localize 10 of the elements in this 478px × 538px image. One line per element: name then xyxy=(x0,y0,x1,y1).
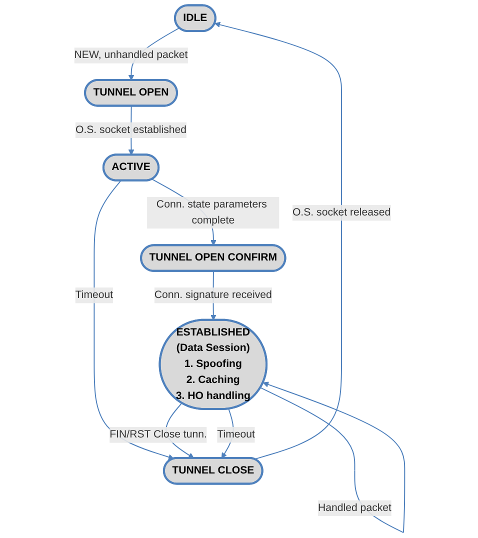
edge-label: FIN/RST Close tunn. xyxy=(109,428,206,440)
edge-label: O.S. socket established xyxy=(74,124,186,136)
edge-label: Conn. signature received xyxy=(154,289,272,301)
edge-label: Timeout xyxy=(216,428,254,440)
edge-label: Timeout xyxy=(74,289,113,301)
edge-label: Conn. state parameters complete xyxy=(156,198,266,226)
edge-label: Handled packet xyxy=(318,502,391,514)
edge-label: O.S. socket released xyxy=(292,206,390,218)
arrow xyxy=(93,180,174,460)
edge-label: NEW, unhandled packet xyxy=(74,50,188,61)
